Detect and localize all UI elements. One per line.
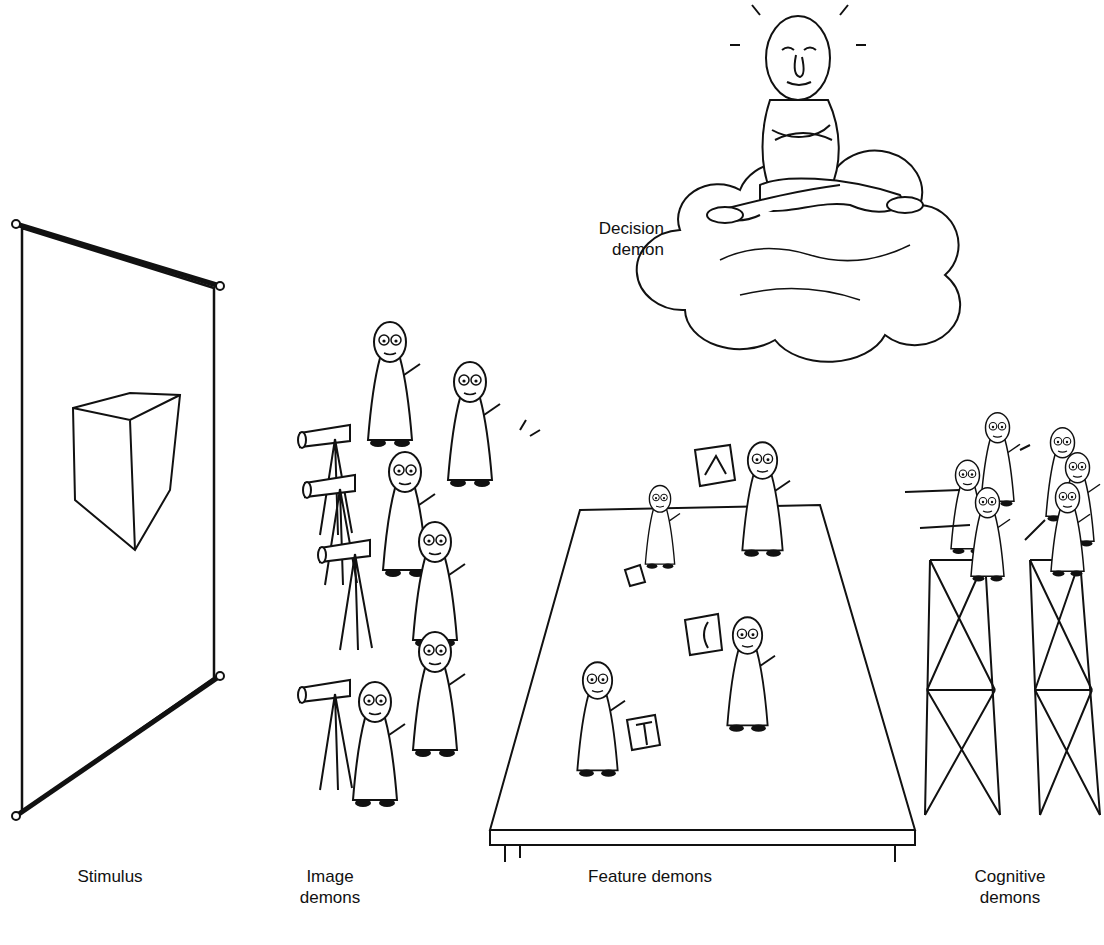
feature-table [490, 505, 915, 862]
lattice-towers [925, 560, 1100, 815]
projection-screen [12, 220, 224, 820]
cognitive-demons-figures [905, 413, 1100, 582]
image-demons-label: Image demons [285, 866, 375, 908]
cloud [637, 151, 960, 362]
feature-demons-figures [577, 442, 790, 777]
cube-stimulus [73, 393, 180, 550]
decision-demon-figure [707, 5, 923, 223]
feature-demons-label: Feature demons [560, 866, 740, 887]
decision-demon-label: Decision demon [572, 218, 664, 260]
cognitive-demons-label: Cognitive demons [960, 866, 1060, 908]
image-demons-figures [298, 322, 540, 807]
stimulus-label: Stimulus [55, 866, 165, 887]
